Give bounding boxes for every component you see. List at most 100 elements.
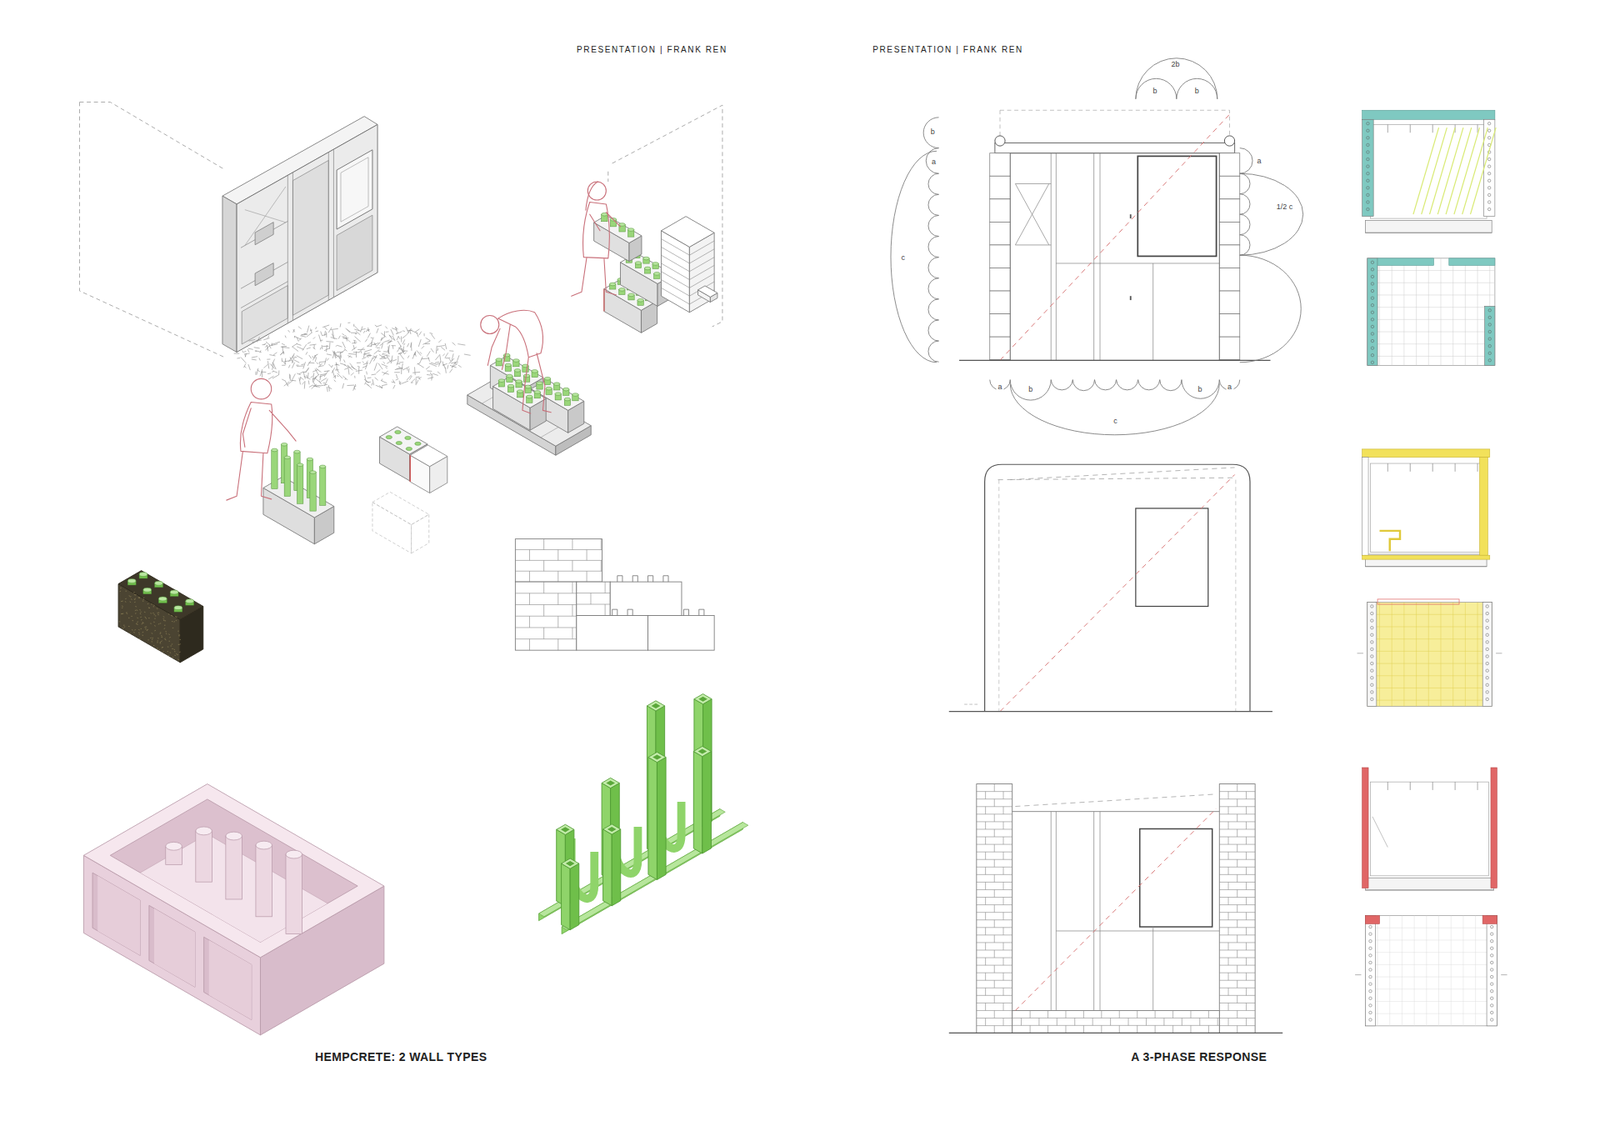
plan-wall-core — [1487, 136, 1490, 140]
plan-wall-core — [1490, 932, 1493, 935]
block-stud — [699, 609, 705, 615]
plan-wall-core — [1485, 669, 1489, 672]
plan-wall-core — [1370, 339, 1374, 342]
plan-wall-core — [1370, 282, 1374, 285]
hemp-tube-top — [644, 266, 650, 270]
block-stud — [612, 609, 618, 615]
core-hole — [385, 435, 392, 440]
brick-course — [689, 257, 715, 272]
section-furniture — [1380, 530, 1400, 551]
plan-wall-core — [1485, 633, 1489, 636]
mould-recess-face — [209, 940, 252, 1020]
window — [1140, 828, 1213, 927]
plan-wall-core — [1370, 619, 1374, 622]
block-stud — [617, 575, 623, 582]
plan-wall-core — [1366, 186, 1370, 190]
dimension-label: c — [899, 254, 907, 263]
block-top — [693, 745, 711, 756]
plan-wall-core — [1369, 954, 1372, 957]
section-hanger — [1410, 124, 1411, 133]
section-hatch — [1462, 127, 1489, 215]
section-hatch — [1437, 127, 1464, 215]
section-ground — [1365, 889, 1494, 890]
plan-wall-core — [1370, 697, 1374, 700]
plan-wall-core — [1487, 200, 1490, 204]
diagonal-dashed — [1000, 114, 1230, 360]
plan-wall-core — [1366, 179, 1370, 182]
dimension-label: c — [1111, 417, 1120, 426]
plan-wall — [1367, 602, 1377, 707]
block-top — [372, 491, 430, 525]
mould-pin — [225, 835, 243, 900]
section-hanger — [1432, 124, 1434, 133]
hemp-tube-top — [170, 590, 179, 595]
hemp-tube-top — [320, 465, 326, 469]
plan-wall-core — [1366, 157, 1370, 160]
frame-stud — [1055, 153, 1057, 361]
wall-block — [1219, 153, 1240, 177]
wall-rail — [240, 220, 288, 248]
hemp-tube-top — [554, 382, 560, 386]
wall-stud — [287, 175, 289, 324]
hemp-tube-top — [564, 397, 570, 401]
brick-pier — [976, 784, 1013, 1034]
brick-outline — [515, 539, 602, 582]
hemp-tube — [271, 450, 278, 490]
hemp-tube-top — [498, 379, 505, 383]
plan-wall-core — [1485, 676, 1489, 680]
plan-wall-core — [1370, 325, 1374, 328]
plan-wall-core — [1487, 171, 1490, 175]
hemp-texture — [119, 587, 181, 660]
brick-course — [660, 263, 690, 280]
hemp-tube-top — [310, 470, 316, 475]
hemp-tube-top — [654, 272, 660, 276]
block-top — [646, 700, 665, 711]
wall-block — [990, 267, 1010, 291]
section-frame — [1370, 463, 1481, 553]
former-tube-opening — [605, 780, 615, 785]
hemp-tube-top — [526, 395, 533, 399]
hemp-tube-top — [534, 390, 540, 395]
frame-stud — [1055, 811, 1057, 1011]
plan-wall-core — [1487, 121, 1490, 125]
cut-line — [410, 455, 411, 482]
section-floor — [1365, 877, 1494, 890]
plan-wall-core — [1490, 982, 1493, 985]
block-outline — [576, 615, 649, 651]
plan-tick — [1355, 974, 1361, 975]
roof-outline — [1000, 110, 1230, 147]
hemp-tube-top — [643, 256, 650, 260]
former-tube-opening — [698, 696, 708, 702]
frame-head — [1012, 810, 1220, 812]
frame-stud — [1152, 926, 1154, 1010]
plan-wall-core — [1366, 129, 1370, 132]
section-wall — [1480, 457, 1489, 556]
brick-outline — [1012, 1010, 1220, 1033]
block-stud — [663, 575, 669, 582]
loose-brick — [698, 285, 718, 303]
plan-wall-core — [1366, 150, 1370, 154]
threshold — [964, 704, 978, 705]
hemp-tube-top — [563, 387, 570, 391]
plan-wall-core — [1370, 633, 1374, 636]
plan-phase-3 — [1355, 915, 1507, 1026]
plan-wall-core — [1370, 318, 1374, 321]
block-side — [570, 863, 580, 930]
block-top — [410, 445, 448, 467]
wall-stud — [333, 149, 335, 298]
elevation-phase-3 — [949, 794, 1283, 1034]
hemp-tube-top — [628, 293, 635, 297]
brick-joints — [1219, 784, 1255, 1034]
brick-wall-elevation — [576, 581, 610, 615]
roof-line — [998, 477, 1238, 480]
plan-wall-core — [1490, 975, 1493, 978]
mould-recess-face — [97, 875, 140, 956]
section-brick — [1490, 767, 1497, 889]
worker-head — [250, 378, 271, 399]
brick-joints — [515, 581, 576, 650]
plan-wall-core — [1370, 332, 1374, 335]
section-frame — [1370, 781, 1489, 876]
former-tube-opening — [565, 860, 575, 866]
hempcrete-block-mould — [83, 784, 384, 1035]
block-top — [603, 824, 621, 835]
